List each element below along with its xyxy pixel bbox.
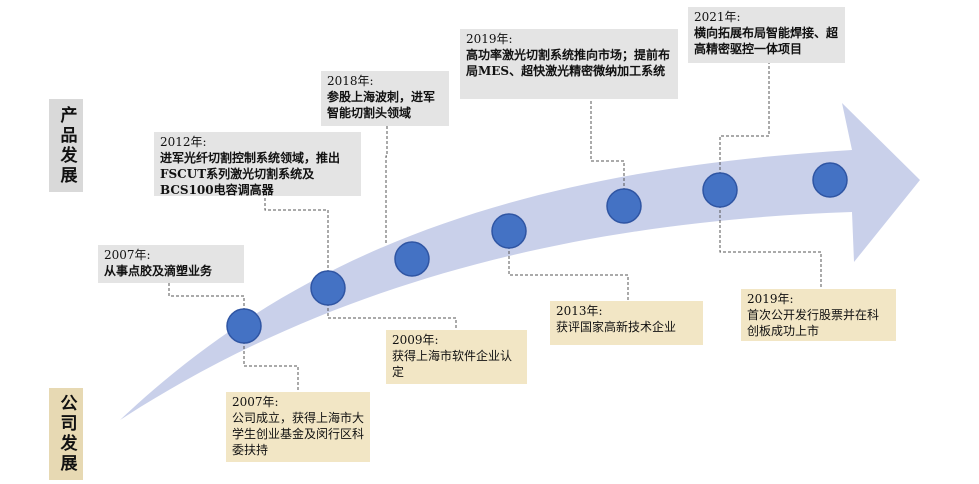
milestone-year: 2018年:: [327, 74, 374, 88]
product-milestone-2012: 2012年: 进军光纤切割控制系统领域，推出FSCUT系列激光切割系统及BCS1…: [154, 132, 361, 196]
milestone-description: 从事点胶及滴塑业务: [104, 264, 213, 278]
milestone-node-2019: [702, 172, 738, 208]
milestone-description: 首次公开发行股票并在科创板成功上市: [747, 308, 880, 338]
milestone-year: 2021年:: [694, 10, 741, 24]
connector-2021-product: [719, 63, 770, 190]
milestone-nodes: [226, 162, 848, 344]
product-milestone-2021: 2021年: 横向拓展布局智能焊接、超高精密驱控一体项目: [688, 7, 845, 63]
connector-2007-company: [243, 326, 299, 392]
connector-2012-product: [264, 196, 329, 288]
milestone-description: 横向拓展布局智能焊接、超高精密驱控一体项目: [694, 26, 839, 56]
milestone-node-2009: [310, 270, 346, 306]
milestone-node-2007: [226, 308, 262, 344]
milestone-year: 2019年:: [466, 32, 513, 46]
company-milestone-2007: 2007年: 公司成立，获得上海市大学生创业基金及闵行区科委扶持: [226, 392, 370, 462]
milestone-node-2021: [812, 162, 848, 198]
connector-2019-product: [590, 99, 625, 206]
milestone-node-2013: [491, 213, 527, 249]
milestone-year: 2013年:: [556, 304, 603, 318]
milestone-node-2018: [606, 188, 642, 224]
milestone-description: 获评国家高新技术企业: [556, 320, 677, 334]
milestone-description: 公司成立，获得上海市大学生创业基金及闵行区科委扶持: [232, 411, 365, 457]
milestone-description: 参股上海波刺，进军智能切割头领域: [327, 90, 436, 120]
product-milestone-2007: 2007年: 从事点胶及滴塑业务: [98, 245, 244, 283]
milestone-description: 进军光纤切割控制系统领域，推出FSCUT系列激光切割系统及BCS100电容调高器: [160, 151, 341, 196]
product-milestone-2018: 2018年: 参股上海波刺，进军智能切割头领域: [321, 71, 449, 126]
connector-2013-company: [508, 231, 629, 301]
connector-2019-company: [719, 190, 822, 289]
milestone-description: 获得上海市软件企业认定: [392, 349, 513, 379]
milestone-year: 2009年:: [392, 333, 439, 347]
milestone-year: 2012年:: [160, 135, 207, 149]
company-milestone-2019: 2019年: 首次公开发行股票并在科创板成功上市: [741, 289, 896, 341]
product-development-label: 产品发展: [49, 99, 83, 192]
connector-2018-product: [385, 126, 388, 243]
product-milestone-2019: 2019年: 高功率激光切割系统推向市场；提前布局MES、超快激光精密微纳加工系…: [460, 29, 678, 99]
milestone-year: 2019年:: [747, 292, 794, 306]
company-milestone-2009: 2009年: 获得上海市软件企业认定: [386, 330, 527, 384]
milestone-year: 2007年:: [232, 395, 279, 409]
milestone-description: 高功率激光切割系统推向市场；提前布局MES、超快激光精密微纳加工系统: [466, 48, 671, 78]
milestone-year: 2007年:: [104, 248, 151, 262]
company-milestone-2013: 2013年: 获评国家高新技术企业: [550, 301, 703, 345]
company-development-label: 公司发展: [49, 388, 83, 480]
milestone-node-2012: [394, 241, 430, 277]
